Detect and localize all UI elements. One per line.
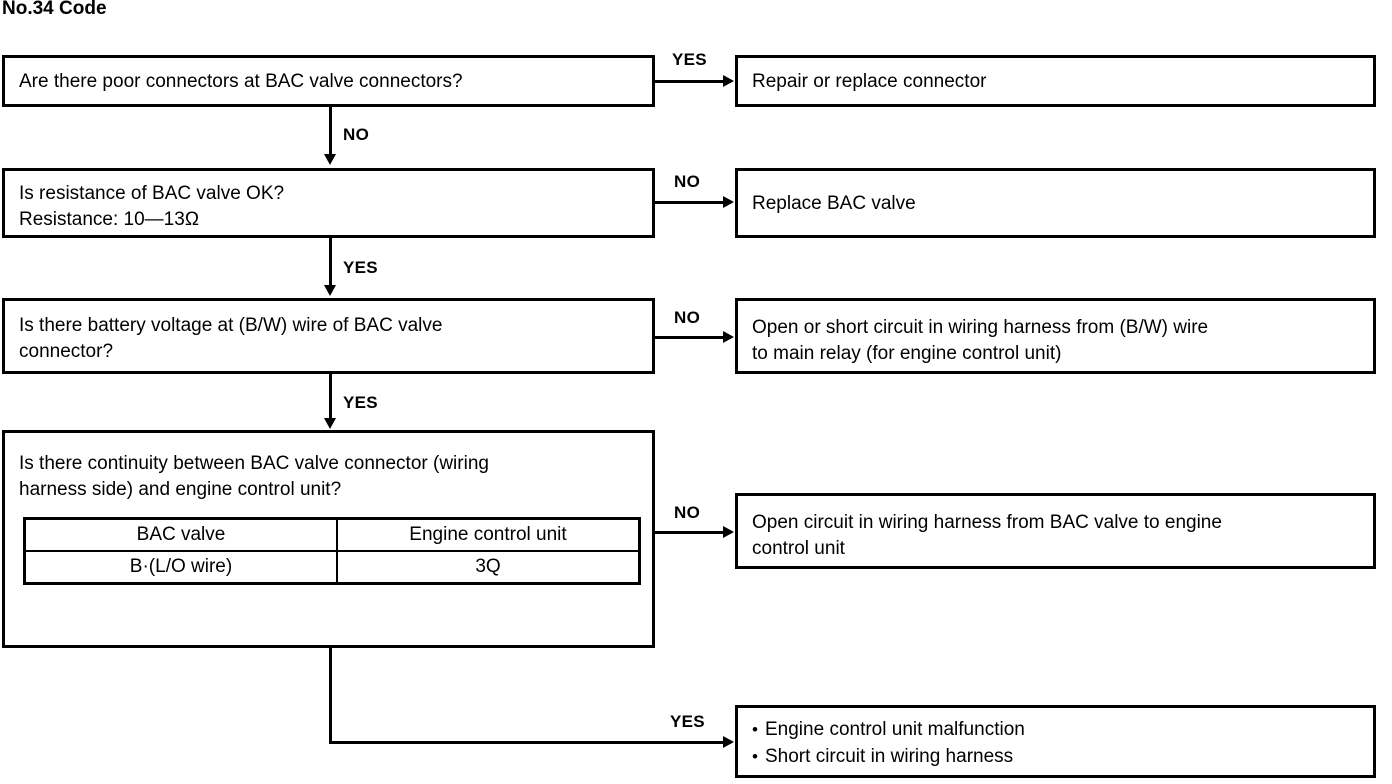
arrowhead-q4-no <box>723 526 734 538</box>
edge-label-q4-yes: YES <box>670 712 705 731</box>
decision-box-4-text: Is there continuity between BAC valve co… <box>19 453 489 500</box>
table-cell-ecu-terminal: 3Q <box>336 550 641 585</box>
arrowhead-q2-no <box>723 196 734 208</box>
outcome-box-2: Replace BAC valve <box>735 168 1376 238</box>
outcome-box-4: Open circuit in wiring harness from BAC … <box>735 493 1376 569</box>
table-cell-bac-valve-terminal: B·(L/O wire) <box>23 550 338 585</box>
edge-label-q2-no: NO <box>674 172 701 191</box>
table-header-bac-valve: BAC valve <box>23 517 338 552</box>
outcome-box-2-text: Replace BAC valve <box>752 193 916 214</box>
connector-q3-no <box>655 336 731 339</box>
connector-q1-no <box>329 107 332 157</box>
outcome-box-5-bullet-2: Short circuit in wiring harness <box>765 746 1014 767</box>
decision-box-4: Is there continuity between BAC valve co… <box>2 430 655 648</box>
edge-label-q4-no: NO <box>674 503 701 522</box>
edge-label-q3-yes: YES <box>343 393 378 412</box>
decision-box-2-line1: Is resistance of BAC valve OK? <box>19 183 285 204</box>
decision-box-2-line2: Resistance: 10—13Ω <box>19 209 200 230</box>
connector-q1-yes <box>655 80 731 83</box>
bullet-icon: • <box>752 720 758 739</box>
outcome-box-3-text: Open or short circuit in wiring harness … <box>752 317 1209 364</box>
arrowhead-q1-no <box>324 154 336 165</box>
list-item: • Engine control unit malfunction <box>752 716 1363 743</box>
edge-label-q1-no: NO <box>343 125 370 144</box>
edge-label-q1-yes: YES <box>672 50 707 69</box>
outcome-box-1-text: Repair or replace connector <box>752 71 987 92</box>
arrowhead-q2-yes <box>324 285 336 296</box>
connector-q4-yes-horizontal <box>329 741 731 744</box>
arrowhead-q3-yes <box>324 418 336 429</box>
connector-q3-yes <box>329 374 332 420</box>
arrowhead-q4-yes <box>723 736 734 748</box>
outcome-box-5-bullet-list: • Engine control unit malfunction • Short … <box>752 716 1363 770</box>
list-item: • Short circuit in wiring harness <box>752 743 1363 770</box>
connector-q4-no <box>655 531 731 534</box>
arrowhead-q3-no <box>723 331 734 343</box>
decision-box-1-text: Are there poor connectors at BAC valve c… <box>19 71 463 92</box>
arrowhead-q1-yes <box>723 75 734 87</box>
connector-q2-no <box>655 201 731 204</box>
table-header-row: BAC valve Engine control unit <box>23 517 641 552</box>
decision-box-3: Is there battery voltage at (B/W) wire o… <box>2 298 655 374</box>
outcome-box-5-bullet-1: Engine control unit malfunction <box>765 719 1025 740</box>
outcome-box-1: Repair or replace connector <box>735 55 1376 107</box>
edge-label-q2-yes: YES <box>343 258 378 277</box>
continuity-table: BAC valve Engine control unit B·(L/O wir… <box>23 517 641 585</box>
connector-q2-yes <box>329 238 332 288</box>
decision-box-3-text: Is there battery voltage at (B/W) wire o… <box>19 315 443 362</box>
outcome-box-3: Open or short circuit in wiring harness … <box>735 298 1376 374</box>
table-header-engine-control-unit: Engine control unit <box>336 517 641 552</box>
outcome-box-5: • Engine control unit malfunction • Short … <box>735 705 1376 778</box>
connector-q4-yes-vertical <box>329 648 332 744</box>
edge-label-q3-no: NO <box>674 308 701 327</box>
decision-box-1: Are there poor connectors at BAC valve c… <box>2 55 655 107</box>
page-title: No.34 Code <box>2 0 107 19</box>
bullet-icon: • <box>752 747 758 766</box>
outcome-box-4-text: Open circuit in wiring harness from BAC … <box>752 512 1222 559</box>
decision-box-2: Is resistance of BAC valve OK? Resistanc… <box>2 168 655 238</box>
table-row: B·(L/O wire) 3Q <box>23 550 641 585</box>
